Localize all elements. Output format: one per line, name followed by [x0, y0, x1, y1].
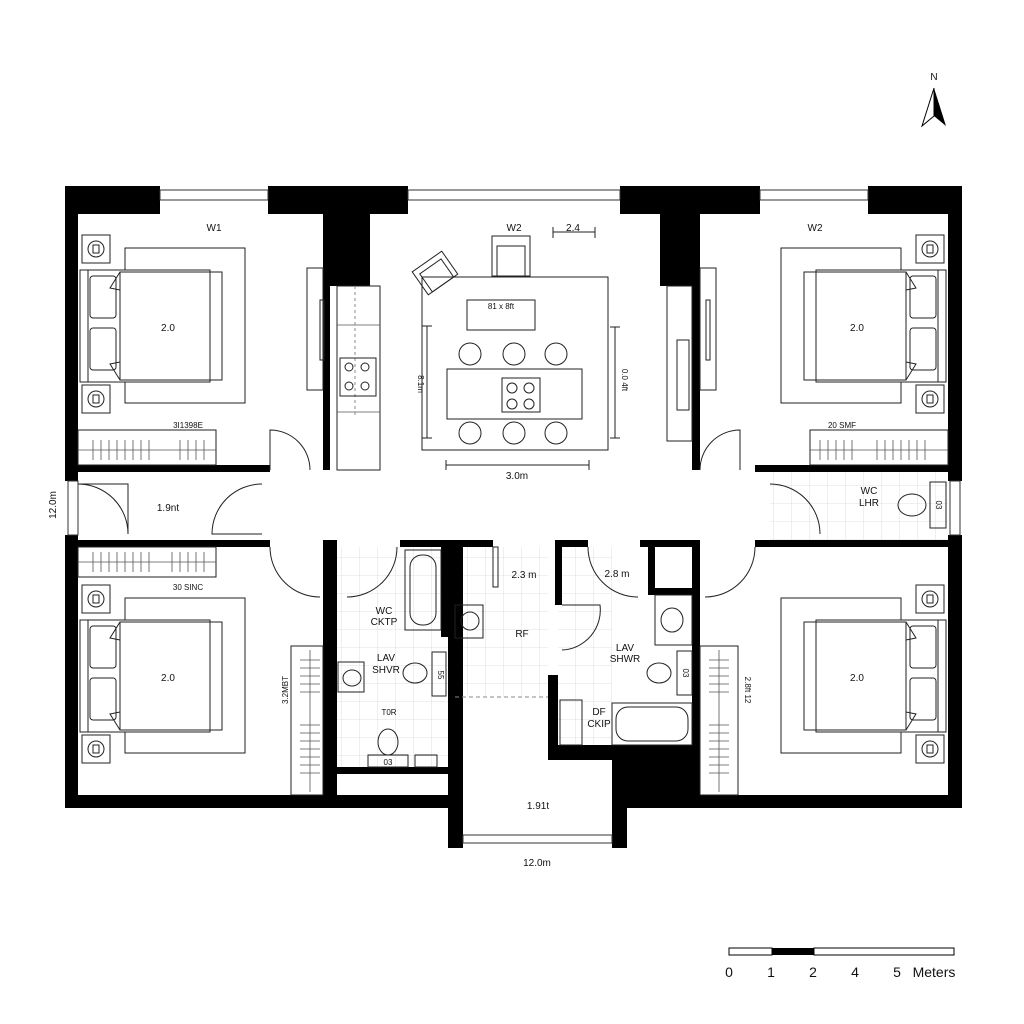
- room-label: LAV: [377, 653, 395, 664]
- wardrobe-top-left: 3I1398E: [77, 421, 217, 466]
- room-label: CKIP: [587, 719, 611, 730]
- north-label: N: [930, 72, 937, 83]
- wardrobe-top-right: 20 SMF: [809, 421, 949, 466]
- scale-unit: Meters: [913, 964, 956, 980]
- scale-tick: 0: [725, 964, 733, 980]
- room-label: DF: [592, 707, 605, 718]
- scale-tick: 1: [767, 964, 775, 980]
- sink-icon: [660, 607, 684, 633]
- chair-icon: [502, 421, 526, 445]
- bed-label: 2.0: [161, 323, 175, 334]
- room-label: LAV: [616, 643, 634, 654]
- dining-table: [446, 368, 583, 420]
- dimension-label: 2.3 m: [511, 570, 536, 581]
- toilet-icon: [897, 493, 927, 517]
- chair-icon: [544, 342, 568, 366]
- hall-label: 1.9nt: [157, 503, 179, 514]
- bed-bottom-right: 2.0: [780, 584, 947, 764]
- wardrobe-bottom-right-vertical: 2.8ft 12: [699, 645, 752, 796]
- bath-left: WC CKTP LAV SHVR 55 T0R 03: [337, 546, 499, 768]
- room-label: WC: [376, 606, 393, 617]
- toilet-icon: [402, 662, 428, 684]
- wardrobe-label: 2.8ft 12: [743, 677, 752, 704]
- bed-label: 2.0: [850, 673, 864, 684]
- coffee-table: [466, 299, 536, 331]
- center-hall: 2.3 m 2.8 m RF 1.91t: [455, 569, 630, 812]
- bathtub-icon: [404, 549, 442, 631]
- chair-icon: [544, 421, 568, 445]
- chair-icon: [458, 421, 482, 445]
- fixture-label: 55: [436, 671, 445, 680]
- room-label: SHWR: [610, 654, 641, 665]
- wardrobe-label: 20 SMF: [828, 421, 856, 430]
- bed-label: 2.0: [161, 673, 175, 684]
- armchair-icon: [491, 235, 531, 277]
- scale-tick: 2: [809, 964, 817, 980]
- windows: [67, 189, 961, 844]
- doors: [77, 429, 821, 651]
- bath-right: LAV SHWR 03 DF CKIP: [559, 594, 693, 746]
- room-label: LHR: [859, 498, 879, 509]
- cooktop-icon: [501, 377, 541, 413]
- living-rug: [421, 276, 609, 451]
- bed-top-left: 2.0: [79, 234, 246, 414]
- bed-top-right: 2.0: [780, 234, 947, 414]
- wardrobe-label: 3I1398E: [173, 421, 203, 430]
- overall-height-label: 12.0m: [48, 491, 59, 519]
- fixture-label: 03: [681, 669, 690, 678]
- window-label: W1: [207, 223, 222, 234]
- dimension-label: 3.0m: [506, 471, 528, 482]
- dimension-label: 8:1m: [416, 375, 425, 393]
- kitchen-counter: [336, 285, 381, 471]
- dimension-label: 2.8 m: [604, 569, 629, 580]
- fixture-label: T0R: [381, 708, 396, 717]
- scale-tick: 4: [851, 964, 859, 980]
- walls: [65, 186, 962, 848]
- closets: [306, 267, 717, 442]
- bathtub-icon: [611, 702, 693, 746]
- chair-icon: [502, 342, 526, 366]
- wardrobe-label: 30 SINC: [173, 583, 203, 592]
- bed-bottom-left: 2.0: [79, 584, 246, 764]
- dimension-label: 0.0 4ft: [620, 369, 629, 392]
- window-label: W2: [507, 223, 522, 234]
- stove-icon: [339, 357, 377, 397]
- living-dining: 81 x 8ft 2.4 W2 8:1m 0.0 4ft 3.0m: [411, 223, 629, 482]
- room-label: WC: [861, 486, 878, 497]
- sink-icon: [454, 604, 484, 639]
- chair-icon: [458, 342, 482, 366]
- window-label: W2: [808, 223, 823, 234]
- room-label: CKTP: [371, 617, 398, 628]
- scale-bar: 0 1 2 4 5 Meters: [725, 947, 956, 980]
- north-arrow: N: [921, 72, 946, 128]
- wc-right: WC LHR 03: [859, 481, 947, 529]
- scale-tick: 5: [893, 964, 901, 980]
- room-label: RF: [515, 629, 528, 640]
- tiled-areas: [337, 472, 948, 767]
- dimension-label: 2.4: [566, 223, 580, 234]
- fixture-label: 03: [934, 501, 943, 510]
- overall-width-label: 12.0m: [523, 858, 551, 869]
- wardrobe-label: 3.2MBT: [281, 676, 290, 704]
- north-arrow-icon: [921, 87, 935, 128]
- fixture-label: 03: [384, 758, 393, 767]
- bed-label: 2.0: [850, 323, 864, 334]
- armchair-icon: [411, 250, 459, 296]
- room-label: 1.91t: [527, 801, 549, 812]
- north-arrow-fill: [934, 88, 946, 126]
- sink-icon: [337, 661, 365, 693]
- wardrobe-bottom-left-vertical: 3.2MBT: [281, 645, 324, 796]
- coffee-table-label: 81 x 8ft: [488, 302, 515, 311]
- wardrobe-bottom-left: 30 SINC: [77, 546, 217, 592]
- toilet-icon: [646, 662, 672, 684]
- room-label: SHVR: [372, 665, 400, 676]
